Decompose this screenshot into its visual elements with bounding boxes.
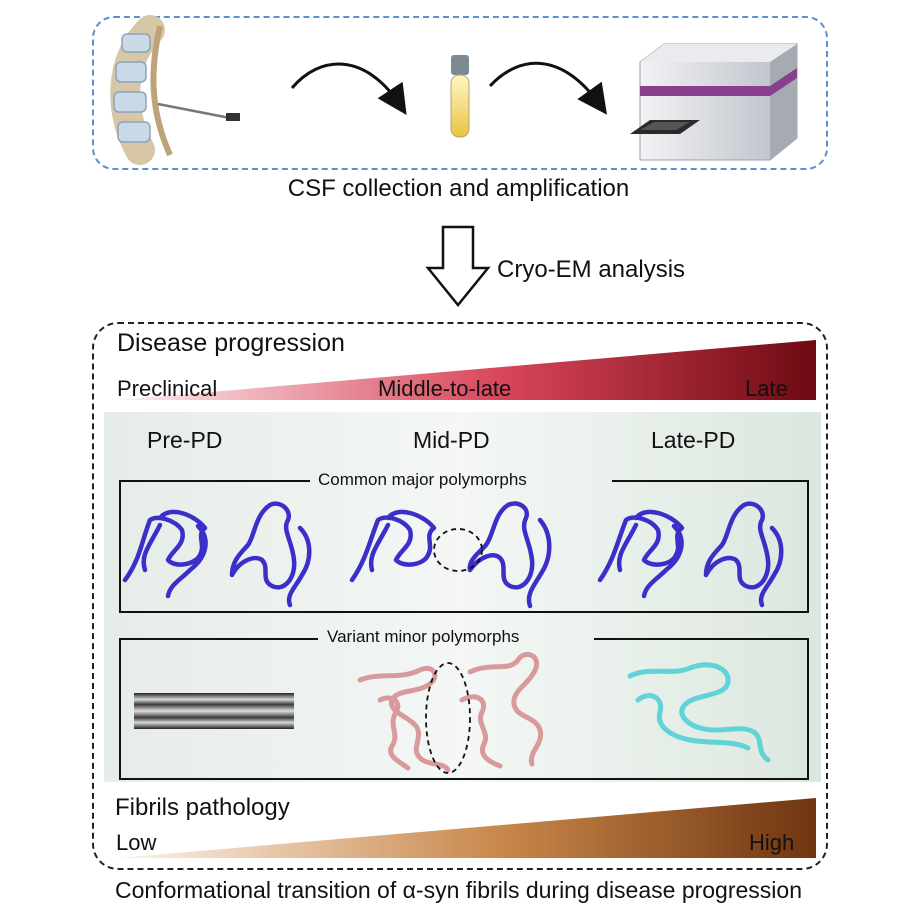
collection-caption: CSF collection and amplification: [287, 175, 630, 202]
common-fibril: [229, 501, 312, 608]
fibrils-high-label: High: [749, 830, 795, 855]
down-arrow-icon: [425, 225, 491, 307]
stage-label: Preclinical: [117, 376, 218, 401]
spine-icon: [110, 15, 240, 165]
fibrils-low-label: Low: [116, 830, 157, 855]
variant-fibril: [459, 694, 503, 769]
common-fibril: [597, 509, 685, 599]
variant-fibril: [377, 695, 411, 771]
collection-tube-icon: [450, 55, 470, 138]
column-header: Pre-PD: [147, 427, 223, 453]
variant-interface-highlight: [425, 662, 471, 774]
common-fibril: [467, 501, 552, 609]
common-fibril: [703, 501, 784, 608]
late-variant-fibril: [627, 662, 771, 763]
stage-label: Middle-to-late: [378, 376, 512, 401]
process-arrow: [488, 61, 607, 115]
late-variant-fibril: [635, 693, 751, 751]
stage-label: Late: [745, 376, 788, 401]
variant-fibril: [467, 651, 544, 767]
disease-progression-gradient: [118, 340, 816, 400]
fibrils-pathology-gradient: [118, 798, 816, 858]
figure-caption: Conformational transition of α-syn fibri…: [114, 877, 802, 903]
progression-panel: [92, 322, 828, 870]
variant-polymorphs-box: [119, 638, 809, 780]
disease-progression-title: Disease progression: [117, 329, 345, 357]
common-fibril: [122, 509, 208, 599]
interface-highlight: [433, 528, 483, 572]
column-header: Mid-PD: [413, 427, 490, 453]
common-fibril: [349, 509, 437, 583]
variant-polymorphs-title: Variant minor polymorphs: [327, 627, 520, 646]
column-header: Late-PD: [651, 427, 736, 453]
cryo-em-label: Cryo-EM analysis: [497, 256, 686, 283]
filament-class-average: [134, 693, 294, 729]
common-polymorphs-box: [119, 480, 809, 613]
process-arrow: [290, 62, 407, 116]
fibrils-pathology-title: Fibrils pathology: [115, 794, 290, 821]
plate-reader-icon: [630, 43, 798, 161]
common-polymorphs-title: Common major polymorphs: [318, 470, 527, 489]
collection-panel: [92, 16, 828, 170]
